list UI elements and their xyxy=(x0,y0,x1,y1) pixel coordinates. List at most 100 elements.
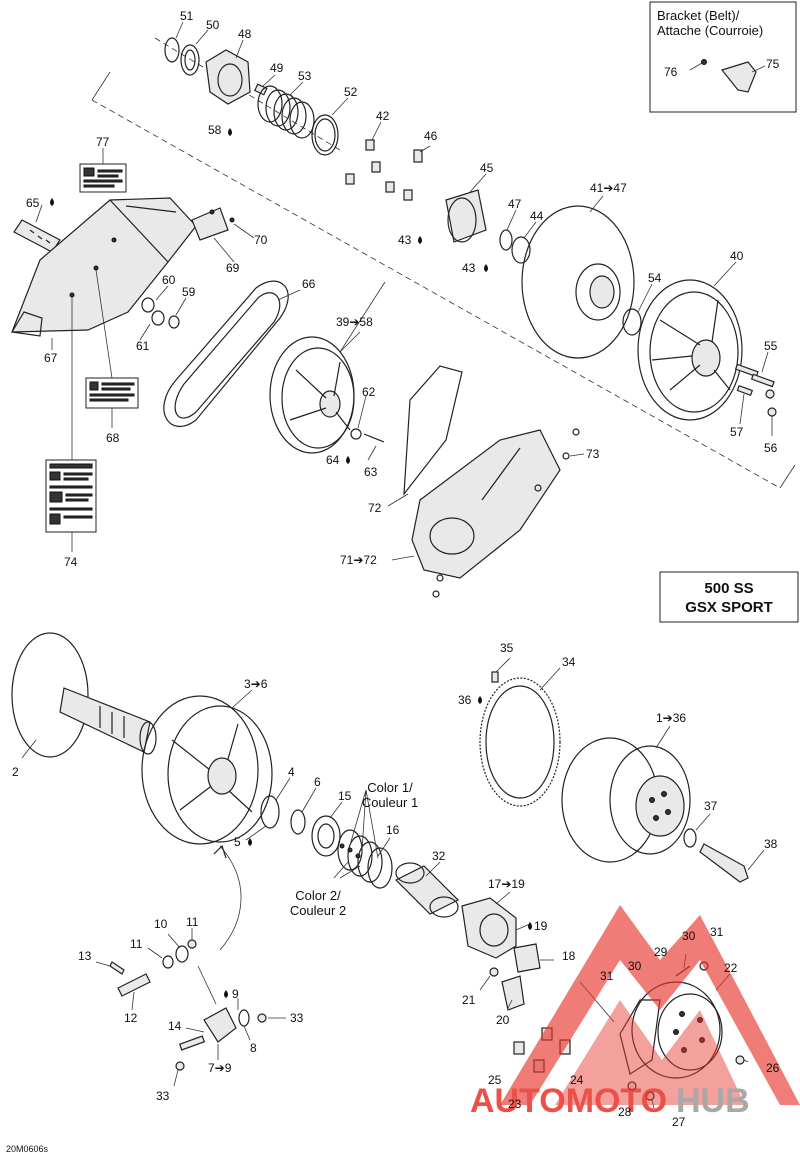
drop-icon xyxy=(484,264,488,272)
callout-73: 73 xyxy=(586,447,600,461)
drop-icon xyxy=(248,838,252,846)
callout-43b: 43 xyxy=(462,261,476,275)
assembly-boundary-corner-right xyxy=(779,464,796,489)
callout-labels: 51 50 48 49 53 52 42 46 45 58 77 65 70 6… xyxy=(6,9,780,1154)
callout-42: 42 xyxy=(376,109,390,123)
callout-10: 10 xyxy=(154,917,168,931)
callout-3-6: 3➔6 xyxy=(244,677,268,691)
assembly-boundary-line xyxy=(91,99,781,489)
callout-14: 14 xyxy=(168,1019,182,1033)
callout-26: 26 xyxy=(766,1061,780,1075)
driven-pulley-fasteners xyxy=(734,351,777,436)
drive-pulley-bolt-38 xyxy=(683,813,765,883)
callout-32: 32 xyxy=(432,849,446,863)
callout-52: 52 xyxy=(344,85,358,99)
drop-icon xyxy=(50,198,54,206)
callout-17-19: 17➔19 xyxy=(488,877,525,891)
callout-66: 66 xyxy=(302,277,316,291)
callout-30b: 30 xyxy=(628,959,642,973)
callout-62: 62 xyxy=(362,385,376,399)
callout-21: 21 xyxy=(462,993,476,1007)
callout-45: 45 xyxy=(480,161,494,175)
callout-9: 9 xyxy=(232,987,239,1001)
drive-pulley-assembly-1-36 xyxy=(561,725,691,863)
callout-76: 76 xyxy=(664,65,678,79)
roller-and-pin-parts xyxy=(95,928,197,1011)
callout-65: 65 xyxy=(26,196,40,210)
callout-35: 35 xyxy=(500,641,514,655)
callout-11a: 11 xyxy=(186,915,199,929)
drop-icon xyxy=(224,990,228,998)
warning-decal-77 xyxy=(79,148,127,193)
callout-40: 40 xyxy=(730,249,744,263)
drive-pulley-39-58 xyxy=(269,281,386,454)
callout-53: 53 xyxy=(298,69,312,83)
callout-57: 57 xyxy=(730,425,744,439)
callout-44: 44 xyxy=(530,209,544,223)
callout-55: 55 xyxy=(764,339,778,353)
callout-8: 8 xyxy=(250,1041,257,1055)
model-line1: 500 SS xyxy=(704,580,753,597)
assembly-boundary-corner xyxy=(91,71,111,101)
callout-64: 64 xyxy=(326,453,340,467)
callout-38: 38 xyxy=(764,837,778,851)
drive-pulley-bolt xyxy=(350,395,385,461)
callout-48: 48 xyxy=(238,27,252,41)
callout-2: 2 xyxy=(12,765,19,779)
callout-22: 22 xyxy=(724,961,738,975)
watermark-triangle-inner xyxy=(555,1000,745,1105)
callout-28: 28 xyxy=(618,1105,632,1119)
belt-guard-clip xyxy=(191,207,255,263)
callout-46: 46 xyxy=(424,129,438,143)
driven-pulley-40 xyxy=(637,261,743,421)
callout-58: 58 xyxy=(208,123,222,137)
color2-line1: Color 2/ xyxy=(295,888,341,903)
drive-pulley-spring xyxy=(333,789,393,889)
watermark-text-automoto: AUTOMOTO xyxy=(470,1082,667,1120)
pulley-guard-cover xyxy=(387,365,585,598)
callout-25: 25 xyxy=(488,1073,502,1087)
drop-icon xyxy=(418,236,422,244)
callout-4: 4 xyxy=(288,765,295,779)
callout-49: 49 xyxy=(270,61,284,75)
callout-15: 15 xyxy=(338,789,352,803)
washer-54 xyxy=(622,308,642,336)
callout-34: 34 xyxy=(562,655,576,669)
movable-sheave-washers xyxy=(245,777,343,857)
callout-71-72: 71➔72 xyxy=(340,553,377,567)
driven-pulley-fixed-sheave xyxy=(521,195,635,359)
callout-50: 50 xyxy=(206,18,220,32)
model-line2: GSX SPORT xyxy=(685,599,773,616)
callout-47: 47 xyxy=(508,197,522,211)
callout-7-9: 7➔9 xyxy=(208,1061,232,1075)
callout-29: 29 xyxy=(654,945,668,959)
drop-icon xyxy=(346,456,350,464)
spider-fasteners xyxy=(479,943,615,1023)
callout-13: 13 xyxy=(78,949,92,963)
callout-77: 77 xyxy=(96,135,110,149)
small-fasteners-top xyxy=(345,121,431,201)
callout-5: 5 xyxy=(234,835,241,849)
callout-19: 19 xyxy=(534,919,548,933)
drive-pulley-sleeve xyxy=(394,861,460,918)
callout-30a: 30 xyxy=(682,929,696,943)
watermark-triangle-logo xyxy=(500,905,800,1105)
drawing-code: 20M0606s xyxy=(6,1144,49,1154)
drive-pulley-spider xyxy=(461,891,531,959)
callout-31b: 31 xyxy=(600,969,614,983)
callout-43a: 43 xyxy=(398,233,412,247)
warning-decal-74 xyxy=(45,296,97,552)
lever-and-roller-parts xyxy=(173,965,286,1087)
drive-pulley-movable-half xyxy=(141,689,273,951)
callout-12: 12 xyxy=(124,1011,138,1025)
callout-72: 72 xyxy=(368,501,382,515)
callout-33a: 33 xyxy=(290,1011,304,1025)
callout-54: 54 xyxy=(648,271,662,285)
callout-11b: 11 xyxy=(130,937,143,951)
callout-60: 60 xyxy=(162,273,176,287)
color1-line1: Color 1/ xyxy=(367,780,413,795)
callout-31a: 31 xyxy=(710,925,724,939)
model-box: 500 SS GSX SPORT xyxy=(659,571,799,623)
callout-18: 18 xyxy=(562,949,576,963)
callout-33b: 33 xyxy=(156,1089,170,1103)
